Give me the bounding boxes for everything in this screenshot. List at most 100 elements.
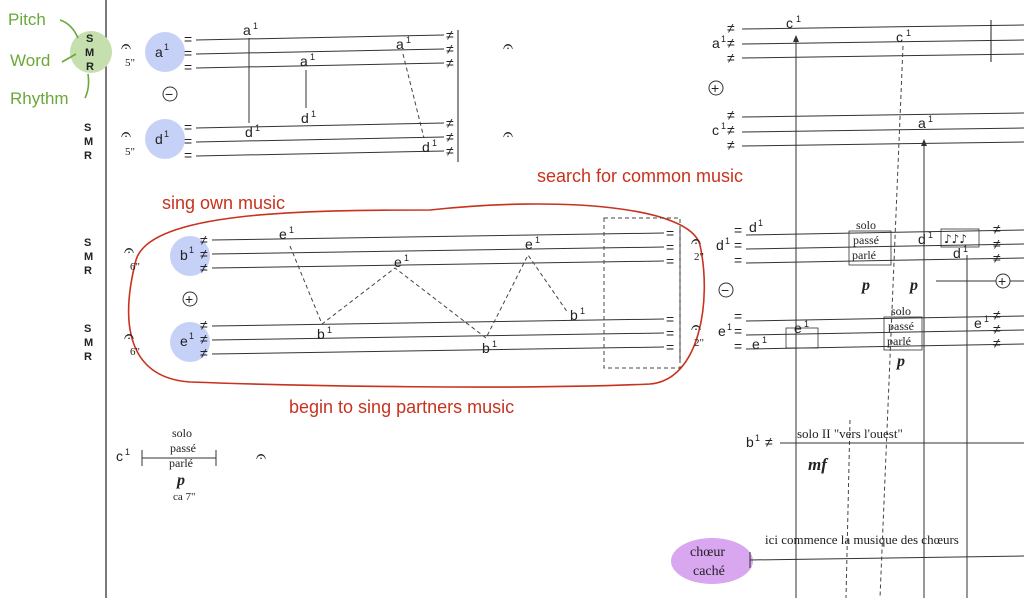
svg-text:6": 6" [130, 261, 140, 273]
svg-text:1: 1 [164, 42, 169, 52]
ici-commence-label: ici commence la musique des chœurs [765, 532, 959, 547]
svg-text:e: e [752, 336, 760, 352]
duration-1: 5" [125, 57, 135, 69]
svg-text:≠: ≠ [200, 260, 208, 276]
svg-text:p: p [895, 353, 905, 370]
smr-r-3: R [84, 351, 92, 363]
svg-text:e: e [525, 236, 533, 252]
svg-text:6": 6" [130, 346, 140, 358]
choeur-cache-circle [671, 538, 753, 584]
svg-text:1: 1 [311, 109, 316, 119]
smr-m-green: M [85, 47, 94, 59]
svg-text:=: = [184, 45, 192, 61]
svg-text:=: = [184, 59, 192, 75]
label-search-common-music: search for common music [537, 166, 743, 186]
solo-ii-label: solo II "vers l'ouest" [797, 426, 903, 441]
svg-text:=: = [666, 239, 674, 255]
svg-text:1: 1 [984, 314, 989, 324]
svg-text:e: e [279, 226, 287, 242]
svg-text:b: b [482, 340, 490, 356]
svg-text:solo: solo [172, 426, 192, 440]
smr-s-green: S [86, 33, 93, 45]
svg-text:c: c [786, 15, 793, 31]
svg-text:+: + [998, 273, 1006, 289]
svg-text:a: a [712, 35, 720, 51]
svg-text:1: 1 [963, 244, 968, 254]
svg-text:1: 1 [727, 322, 732, 332]
smr-m-1: M [84, 136, 93, 148]
note-circle-a1 [145, 32, 185, 72]
svg-text:1: 1 [721, 121, 726, 131]
svg-text:≠: ≠ [446, 27, 454, 43]
svg-text:e: e [394, 254, 402, 270]
svg-text:1: 1 [762, 335, 767, 345]
svg-text:−: − [721, 282, 729, 298]
svg-text:≠: ≠ [993, 250, 1001, 266]
svg-text:=: = [734, 237, 742, 253]
circle-label-a: a [155, 44, 163, 60]
label-pitch: Pitch [8, 10, 46, 29]
svg-text:1: 1 [580, 306, 585, 316]
svg-text:e: e [180, 333, 188, 349]
smr-r-green: R [86, 61, 94, 73]
svg-text:d: d [245, 124, 253, 140]
svg-text:d: d [155, 131, 163, 147]
svg-text:≠: ≠ [446, 129, 454, 145]
svg-text:≠: ≠ [727, 20, 735, 36]
fermata-icon: 𝄐 [124, 240, 134, 260]
svg-text:parlé: parlé [169, 456, 193, 470]
svg-text:1: 1 [327, 325, 332, 335]
svg-text:p: p [908, 277, 918, 294]
fermata-icon: 𝄐 [503, 124, 513, 144]
svg-text:+: + [711, 80, 719, 96]
svg-text:p: p [175, 472, 185, 489]
svg-text:passé: passé [170, 441, 196, 455]
svg-text:a: a [918, 115, 926, 131]
svg-text:a: a [243, 22, 251, 38]
svg-text:1: 1 [928, 230, 933, 240]
smr-s-3: S [84, 323, 91, 335]
svg-text:c: c [116, 448, 123, 464]
svg-text:1: 1 [189, 331, 194, 341]
svg-text:1: 1 [189, 245, 194, 255]
svg-text:2": 2" [694, 337, 704, 349]
svg-text:1: 1 [535, 235, 540, 245]
svg-text:passé: passé [888, 319, 914, 333]
svg-text:=: = [184, 147, 192, 163]
svg-text:caché: caché [693, 564, 725, 579]
svg-text:parlé: parlé [852, 248, 876, 262]
svg-text:≠: ≠ [727, 35, 735, 51]
svg-text:1: 1 [906, 28, 911, 38]
svg-text:passé: passé [853, 233, 879, 247]
svg-text:=: = [734, 252, 742, 268]
note-circle-b1 [170, 236, 210, 276]
svg-text:=: = [666, 253, 674, 269]
svg-text:1: 1 [755, 433, 760, 443]
svg-text:≠: ≠ [727, 107, 735, 123]
common-music-box [603, 217, 681, 369]
svg-text:1: 1 [725, 236, 730, 246]
svg-text:1: 1 [404, 253, 409, 263]
svg-text:=: = [184, 119, 192, 135]
svg-text:p: p [860, 277, 870, 294]
smr-green-circle [70, 31, 112, 73]
svg-text:=: = [184, 133, 192, 149]
svg-text:1: 1 [406, 35, 411, 45]
svg-text:≠: ≠ [446, 143, 454, 159]
svg-text:=: = [184, 31, 192, 47]
svg-text:d: d [953, 245, 961, 261]
svg-text:mf: mf [808, 455, 829, 474]
svg-text:b: b [746, 434, 754, 450]
svg-text:solo: solo [891, 304, 911, 318]
svg-text:e: e [718, 323, 726, 339]
svg-text:1: 1 [432, 138, 437, 148]
svg-text:1: 1 [289, 225, 294, 235]
minus-sign: − [165, 86, 173, 102]
rhythm-notes-icon: ♪♪♪ [944, 232, 967, 246]
note-circle-d1 [145, 119, 185, 159]
svg-text:≠: ≠ [200, 345, 208, 361]
svg-text:1: 1 [928, 114, 933, 124]
